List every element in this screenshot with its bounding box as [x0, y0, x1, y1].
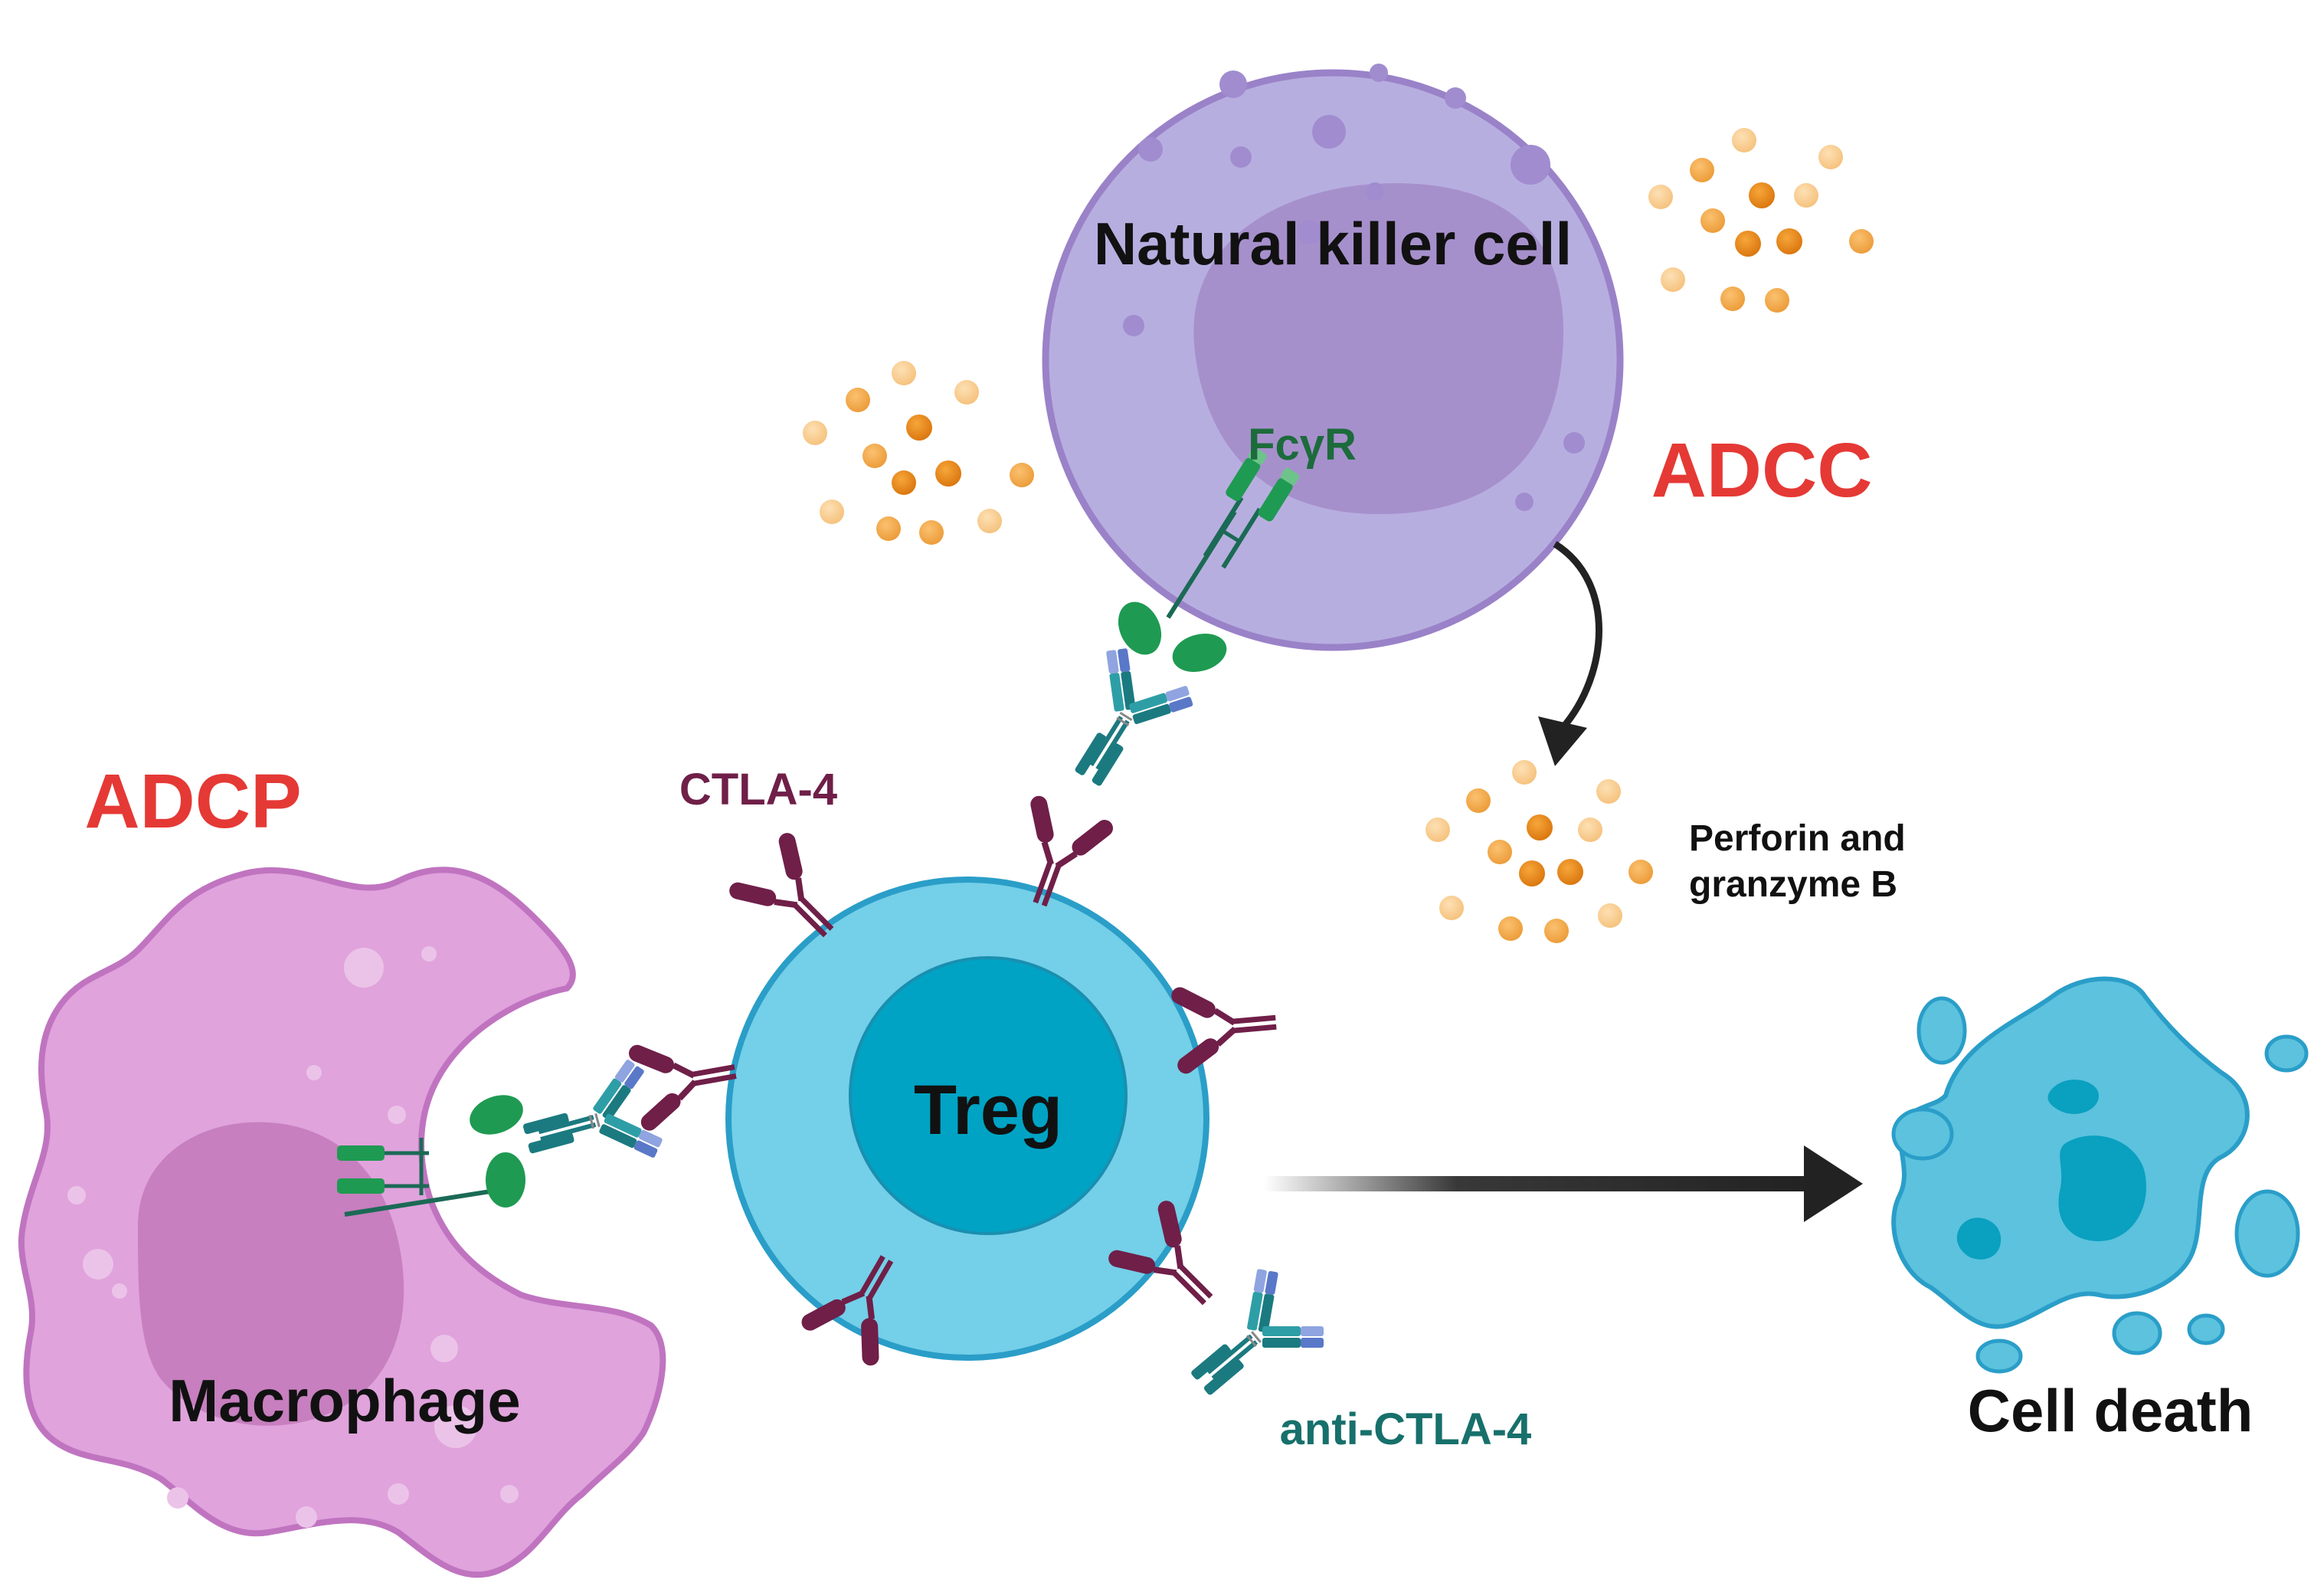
anti-ctla4-label: anti-CTLA-4 [1280, 1404, 1532, 1454]
treg-label: Treg [914, 1071, 1062, 1149]
release-arrow [1538, 541, 1602, 766]
cell-death-label: Cell death [1968, 1377, 2254, 1444]
natural-killer-cell [1042, 64, 1624, 651]
antibody-macrophage-bridge [470, 1055, 667, 1208]
granules-cluster-left [803, 361, 1034, 545]
macrophage-label: Macrophage [169, 1367, 520, 1434]
macrophage-vesicles [67, 946, 519, 1528]
fc-gamma-receptor-nk [1203, 447, 1300, 569]
treg-cell [725, 877, 1209, 1361]
granules-cluster-right [1648, 128, 1874, 313]
dead-cell [1891, 976, 2309, 1374]
ctla4-label: CTLA-4 [679, 765, 837, 814]
dead-cell-nucleus-fragment [1956, 1217, 2002, 1260]
apoptotic-bodies [1891, 996, 2309, 1374]
fc-receptor-stem [1166, 510, 1237, 619]
perforin-label-line2: granzyme B [1689, 864, 1897, 905]
nk-cell-nucleus [1193, 183, 1564, 515]
cell-death-arrow [1264, 1145, 1863, 1222]
fcgr-label: FcγR [1248, 420, 1357, 470]
adcp-label: ADCP [84, 759, 301, 844]
fc-gamma-receptor-macrophage [337, 1138, 491, 1217]
antibody-nk-bridge [1043, 601, 1227, 806]
macrophage [18, 867, 666, 1578]
dead-cell-nucleus-fragment [2058, 1135, 2146, 1241]
dead-cell-nucleus-fragment [2047, 1080, 2099, 1114]
nk-cell-granules [1123, 64, 1585, 511]
treg-nucleus [849, 956, 1128, 1235]
perforin-label-line1: Perforin and [1689, 818, 1906, 859]
nk-cell-label: Natural killer cell [1094, 210, 1572, 277]
anti-ctla4-antibody [1167, 1260, 1334, 1424]
granules-cluster-perforin [1425, 760, 1653, 943]
adcc-label: ADCC [1651, 428, 1873, 513]
macrophage-nucleus [138, 1122, 404, 1426]
